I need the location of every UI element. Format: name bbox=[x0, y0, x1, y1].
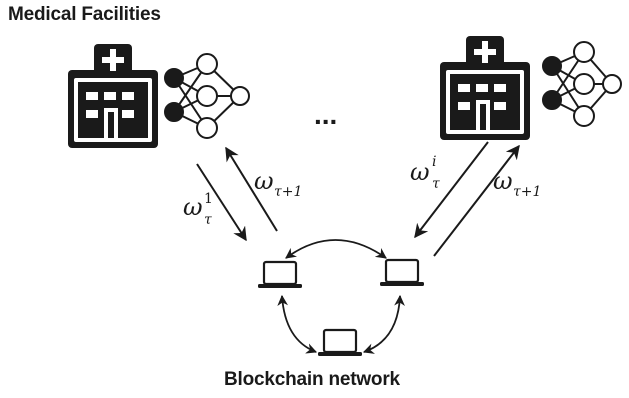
laptop-icon bbox=[318, 328, 362, 356]
download-arrow-left bbox=[225, 146, 278, 232]
blockchain-network bbox=[258, 239, 424, 356]
hospital-icon bbox=[68, 44, 158, 148]
network-link-right bbox=[362, 294, 405, 354]
laptop-icon bbox=[380, 258, 424, 286]
neural-network-icon bbox=[164, 53, 250, 139]
facility-left bbox=[68, 44, 250, 148]
label-sub: τ bbox=[204, 212, 212, 228]
label-base: ω bbox=[410, 158, 430, 186]
ellipsis: ... bbox=[314, 99, 337, 130]
label-sub: τ+1 bbox=[274, 184, 302, 200]
laptop-icon bbox=[258, 260, 302, 288]
label-sub: τ bbox=[432, 176, 440, 192]
download-label-right: ω τ+1 bbox=[493, 167, 541, 200]
download-arrow-right bbox=[433, 144, 520, 257]
label-base: ω bbox=[493, 167, 513, 195]
upload-label-right: ω i τ bbox=[410, 154, 440, 192]
neural-network-icon bbox=[542, 41, 622, 127]
upload-arrow-left bbox=[196, 163, 247, 242]
label-base: ω bbox=[183, 193, 203, 221]
facility-right bbox=[440, 36, 622, 140]
network-link-top bbox=[285, 239, 387, 259]
label-sub: τ+1 bbox=[513, 184, 541, 200]
blockchain-network-title: Blockchain network bbox=[224, 369, 400, 390]
download-label-left: ω τ+1 bbox=[254, 167, 302, 200]
label-sup: 1 bbox=[204, 191, 213, 207]
upload-arrow-right bbox=[414, 141, 489, 239]
upload-label-left: ω 1 τ bbox=[183, 191, 213, 228]
label-sup: i bbox=[432, 154, 436, 170]
label-base: ω bbox=[254, 167, 274, 195]
hospital-icon bbox=[440, 36, 530, 140]
network-link-left bbox=[277, 294, 318, 354]
medical-facilities-title: Medical Facilities bbox=[8, 4, 161, 25]
